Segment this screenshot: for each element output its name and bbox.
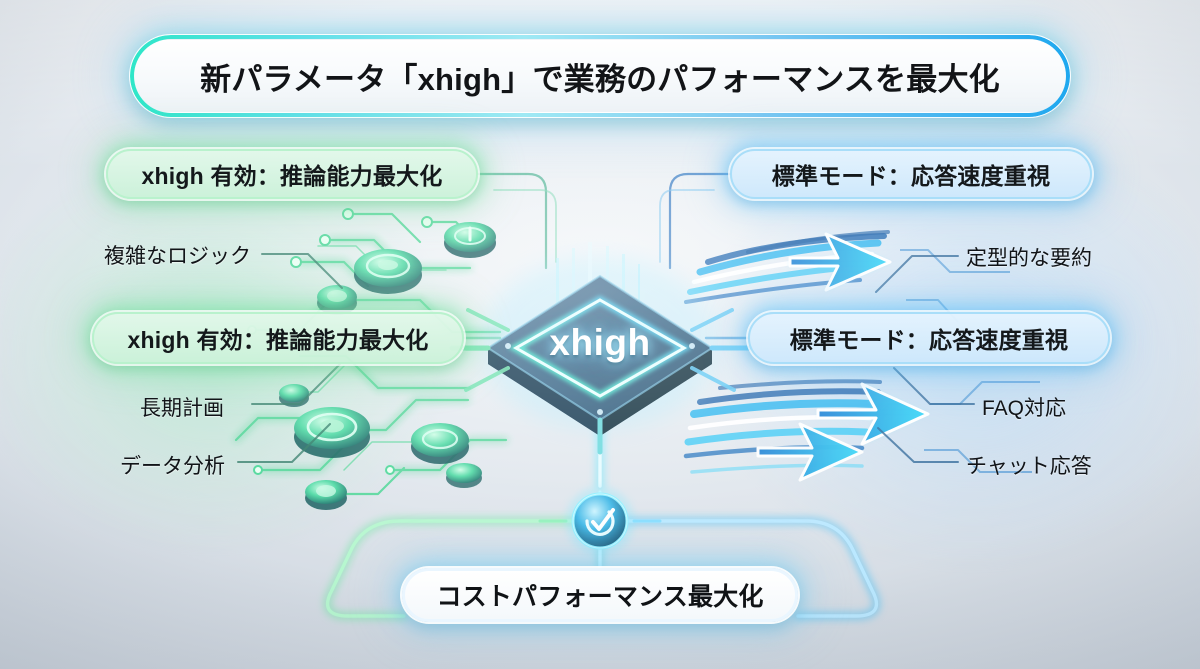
right-pill-primary-label: 標準モード：応答速度重視 [771, 163, 1051, 189]
left-leaf-label-long-term-plan: 長期計画 [140, 397, 224, 420]
page-title-text: 新パラメータ「xhigh」で業務のパフォーマンスを最大化 [200, 61, 1000, 97]
left-pill-secondary[interactable]: xhigh 有効：推論能力最大化 [92, 312, 464, 364]
bottom-outcome-label: コストパフォーマンス最大化 [436, 583, 764, 611]
xhigh-chip-label: xhigh [549, 322, 651, 363]
left-pill-primary-label: xhigh 有効：推論能力最大化 [141, 163, 443, 189]
check-circle-node [566, 487, 634, 555]
right-leaf-label-faq: FAQ対応 [982, 397, 1067, 420]
left-leaf-label-data-analysis: データ分析 [120, 455, 225, 478]
left-leaf-label-complex-logic: 複雑なロジック [104, 245, 251, 268]
circuit-node-group [279, 222, 496, 510]
page-title: 新パラメータ「xhigh」で業務のパフォーマンスを最大化 [131, 36, 1069, 116]
left-pill-primary[interactable]: xhigh 有効：推論能力最大化 [106, 149, 478, 199]
bottom-outcome-pill[interactable]: コストパフォーマンス最大化 [402, 568, 798, 622]
right-pill-secondary[interactable]: 標準モード：応答速度重視 [748, 312, 1110, 364]
xhigh-chip[interactable]: xhigh [488, 268, 712, 418]
right-leaf-label-standard-summary: 定型的な要約 [966, 247, 1092, 270]
right-pill-secondary-label: 標準モード：応答速度重視 [789, 327, 1069, 353]
right-leaf-label-chat-response: チャット応答 [966, 455, 1092, 478]
right-pill-primary[interactable]: 標準モード：応答速度重視 [730, 149, 1092, 199]
left-pill-secondary-label: xhigh 有効：推論能力最大化 [127, 327, 429, 353]
